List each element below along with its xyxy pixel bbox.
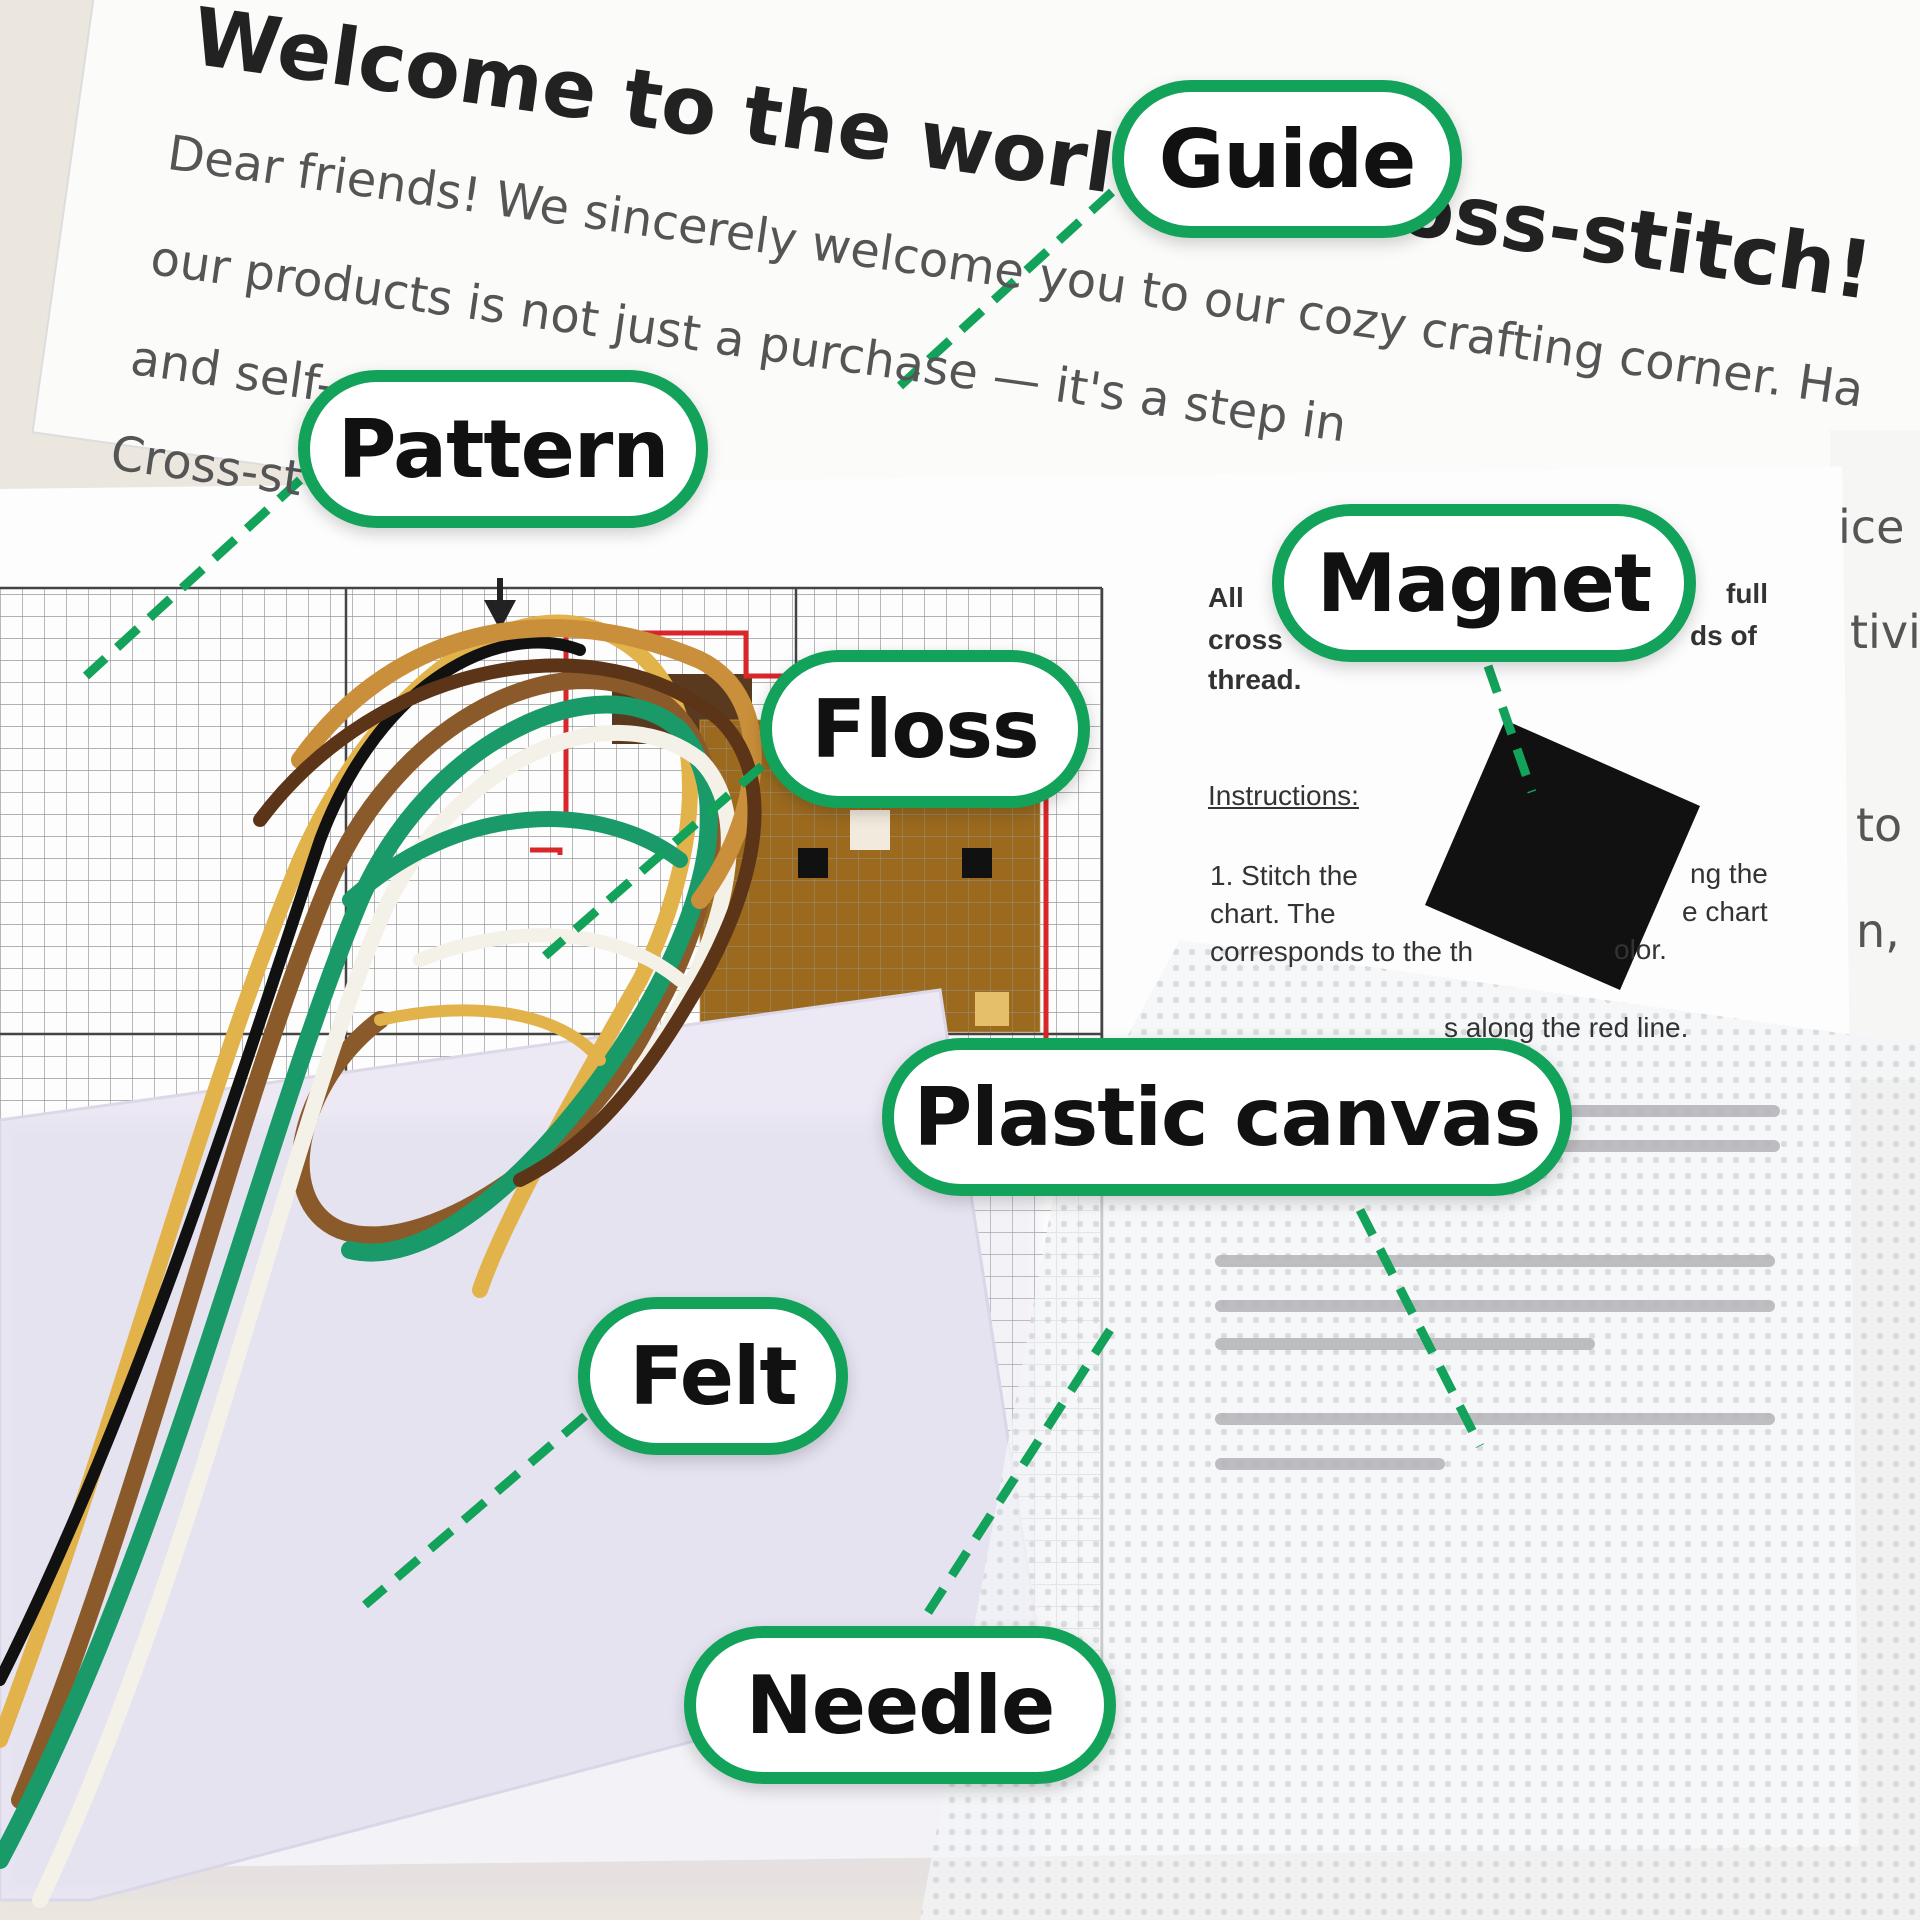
magnet-square	[1425, 720, 1700, 990]
label-pattern: Pattern	[298, 370, 708, 528]
instr-intro-1: All	[1208, 582, 1244, 613]
instr-step1-l3-end: olor.	[1614, 934, 1667, 965]
guide-edge-fragment-3: to	[1856, 798, 1903, 852]
instr-step1-l1: 1. Stitch the	[1210, 860, 1358, 891]
instr-intro-right-2: ds of	[1690, 620, 1757, 651]
chart-center-arrow	[484, 600, 516, 630]
leader-lines	[82, 188, 1537, 1628]
guide-edge-fragment-4: n,	[1856, 904, 1900, 958]
label-magnet: Magnet	[1272, 504, 1696, 662]
blurred-instruction-text	[1215, 1105, 1780, 1470]
instr-step2: s along the red line.	[1444, 1012, 1689, 1043]
leader-line-guide	[896, 188, 1116, 390]
label-guide: Guide	[1112, 80, 1462, 238]
guide-edge-fragment-1: ice	[1838, 500, 1905, 554]
leader-line-floss	[542, 762, 765, 960]
leader-line-felt	[362, 1412, 588, 1609]
instr-step1-l3: corresponds to the th	[1210, 936, 1474, 967]
leader-line-plastic-canvas	[1355, 1207, 1485, 1449]
leader-line-pattern	[82, 476, 304, 680]
instr-intro-3: thread.	[1208, 664, 1302, 695]
label-felt: Felt	[578, 1297, 848, 1455]
instr-heading: Instructions:	[1208, 780, 1359, 811]
label-floss: Floss	[760, 650, 1090, 808]
label-plastic-canvas: Plastic canvas	[882, 1038, 1572, 1196]
leader-line-magnet	[1483, 664, 1537, 794]
leader-line-needle	[916, 1327, 1114, 1628]
instr-intro-2: cross	[1208, 624, 1283, 655]
embroidery-floss-bundle	[0, 614, 762, 1908]
instr-step1-r1: ng the	[1690, 858, 1768, 889]
label-needle: Needle	[684, 1626, 1116, 1784]
instr-step1-l2: chart. The	[1210, 898, 1336, 929]
instr-intro-right-1: full	[1726, 578, 1768, 609]
instr-step1-r2: e chart	[1682, 896, 1768, 927]
